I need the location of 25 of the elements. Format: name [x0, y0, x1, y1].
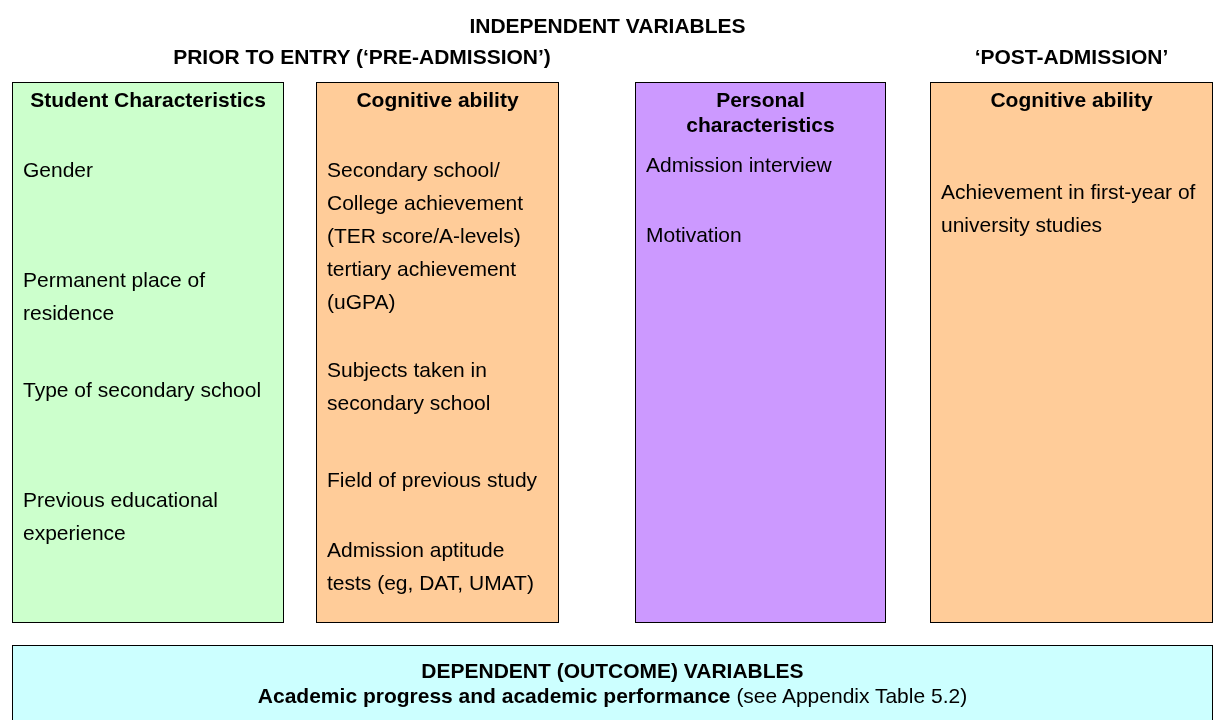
group-heading: PRIOR TO ENTRY (‘PRE-ADMISSION’) — [172, 45, 552, 69]
variable-item: Subjects taken in secondary school — [327, 357, 492, 416]
group-heading: ‘POST-ADMISSION’ — [973, 45, 1170, 69]
column-heading: DEPENDENT (OUTCOME) VARIABLES — [420, 658, 805, 683]
outcome-panel — [12, 645, 1213, 720]
variable-item: Field of previous study — [327, 467, 539, 493]
diagram-title: INDEPENDENT VARIABLES — [468, 14, 747, 38]
variable-item: Gender — [23, 157, 95, 183]
column-heading: Cognitive ability — [355, 87, 520, 112]
column-heading: Cognitive ability — [989, 87, 1154, 112]
variable-item: Type of secondary school — [23, 377, 263, 403]
variable-item: Admission interview — [646, 152, 833, 178]
outcome-text: Academic progress and academic performance (see Appendix Table 5.2) — [256, 683, 969, 709]
variable-item: Admission aptitude tests (eg, DAT, UMAT) — [327, 537, 535, 596]
variable-column — [635, 82, 886, 623]
column-heading: Personal characteristics — [685, 87, 836, 137]
column-heading: Student Characteristics — [29, 87, 267, 112]
variable-item: Motivation — [646, 222, 743, 248]
variable-item: Secondary school/ College achievement (TER score/A-levels) tertiary achievement (uGPA) — [327, 157, 525, 315]
variable-item: Permanent place of residence — [23, 267, 207, 326]
variable-item: Achievement in first-year of university studies — [941, 179, 1197, 238]
variable-column — [316, 82, 559, 623]
variable-item: Previous educational experience — [23, 487, 219, 546]
variable-column — [12, 82, 284, 623]
variable-column — [930, 82, 1213, 623]
